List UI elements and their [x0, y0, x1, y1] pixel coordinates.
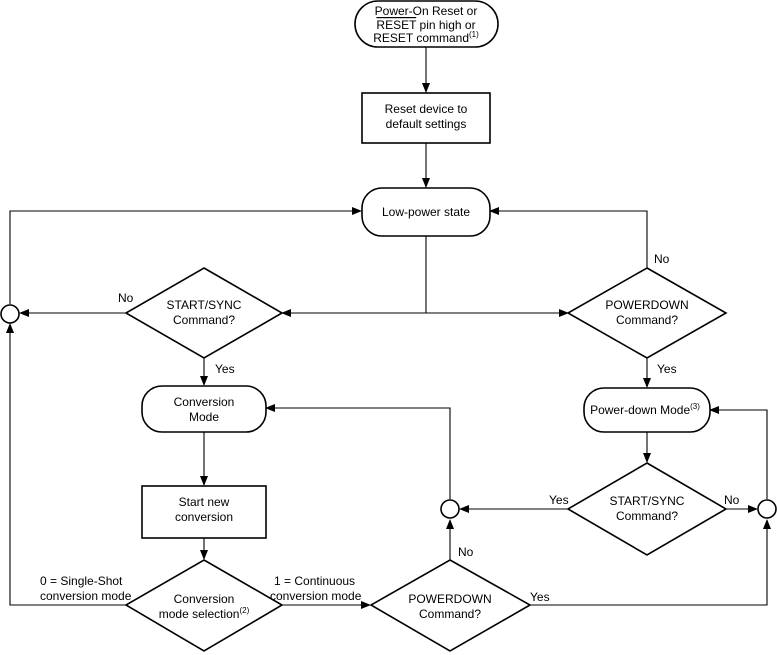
start-sync-decision-2: [566, 462, 728, 556]
junction-right: [757, 499, 777, 519]
start-sync-2-line1: START/SYNC: [610, 494, 685, 508]
label-start-sync-2-yes: Yes: [549, 493, 569, 507]
start-new-line2: conversion: [175, 510, 233, 524]
edge-powerdown-1-no: [489, 207, 648, 268]
reset-box: [361, 92, 491, 144]
start-new-line1: Start new: [179, 495, 230, 509]
connectors: [5, 47, 771, 609]
label-continuous-2: conversion mode: [270, 589, 362, 603]
reset-line1: Reset device to: [385, 102, 468, 116]
edge-middle-junction-to-conversion: [265, 404, 451, 499]
label-powerdown-1-no: No: [654, 252, 670, 266]
start-sync-2-line2: Command?: [616, 509, 678, 523]
conversion-mode-line2: Mode: [189, 410, 219, 424]
footnote-2: (2): [239, 606, 249, 615]
low-power-state: [361, 187, 491, 237]
label-single-shot-1: 0 = Single-Shot: [40, 574, 123, 588]
edge-low-power-to-start-sync: [281, 236, 427, 317]
label-start-sync-2-no: No: [724, 493, 740, 507]
footnote-1: (1): [469, 30, 479, 39]
power-down-mode-text: Power-down Mode: [590, 403, 690, 417]
edge-powerdown-2-yes: [530, 519, 771, 606]
power-down-mode-state: [583, 387, 711, 433]
powerdown-decision-1: [566, 267, 728, 359]
label-start-sync-1-no: No: [118, 291, 134, 305]
label-powerdown-2-yes: Yes: [530, 590, 550, 604]
powerdown-2-line2: Command?: [419, 607, 481, 621]
mode-selection-decision: [124, 559, 284, 652]
mode-selection-line2: mode selection(2): [159, 606, 250, 621]
conversion-mode-state: [141, 385, 267, 433]
powerdown-2-line1: POWERDOWN: [408, 592, 491, 606]
label-continuous-1: 1 = Continuous: [274, 574, 355, 588]
reset-line2: default settings: [386, 117, 467, 131]
start-line3-text: RESET command: [373, 31, 469, 45]
edge-single-shot: [5, 323, 126, 606]
start-terminator: [354, 0, 499, 48]
junction-middle: [440, 499, 460, 519]
start-line1: Power-On Reset or: [375, 4, 478, 18]
mode-selection-line2-text: mode selection: [159, 607, 240, 621]
start-line3: RESET command(1): [373, 30, 479, 45]
start-sync-1-line2: Command?: [173, 313, 235, 327]
reset-pin-overlined: RESET: [376, 18, 417, 32]
start-line2-rest: pin high or: [416, 18, 475, 32]
power-down-mode-label: Power-down Mode(3): [590, 402, 700, 417]
label-powerdown-1-yes: Yes: [657, 362, 677, 376]
powerdown-decision-2: [369, 559, 532, 652]
powerdown-1-line2: Command?: [616, 313, 678, 327]
label-single-shot-2: conversion mode: [40, 589, 132, 603]
start-sync-decision-1: [124, 267, 284, 359]
start-sync-1-line1: START/SYNC: [167, 298, 242, 312]
powerdown-1-line1: POWERDOWN: [605, 298, 688, 312]
footnote-3: (3): [690, 402, 700, 411]
edge-left-junction-to-low-power: [9, 207, 362, 304]
conversion-mode-line1: Conversion: [174, 395, 235, 409]
edge-right-junction-to-power-down: [709, 406, 768, 499]
start-line2: RESET pin high or: [376, 18, 475, 32]
junction-left: [0, 304, 20, 324]
label-start-sync-1-yes: Yes: [215, 362, 235, 376]
low-power-label: Low-power state: [382, 205, 470, 219]
start-new-conversion-box: [141, 485, 267, 539]
label-powerdown-2-no: No: [458, 545, 474, 559]
mode-selection-line1: Conversion: [174, 592, 235, 606]
